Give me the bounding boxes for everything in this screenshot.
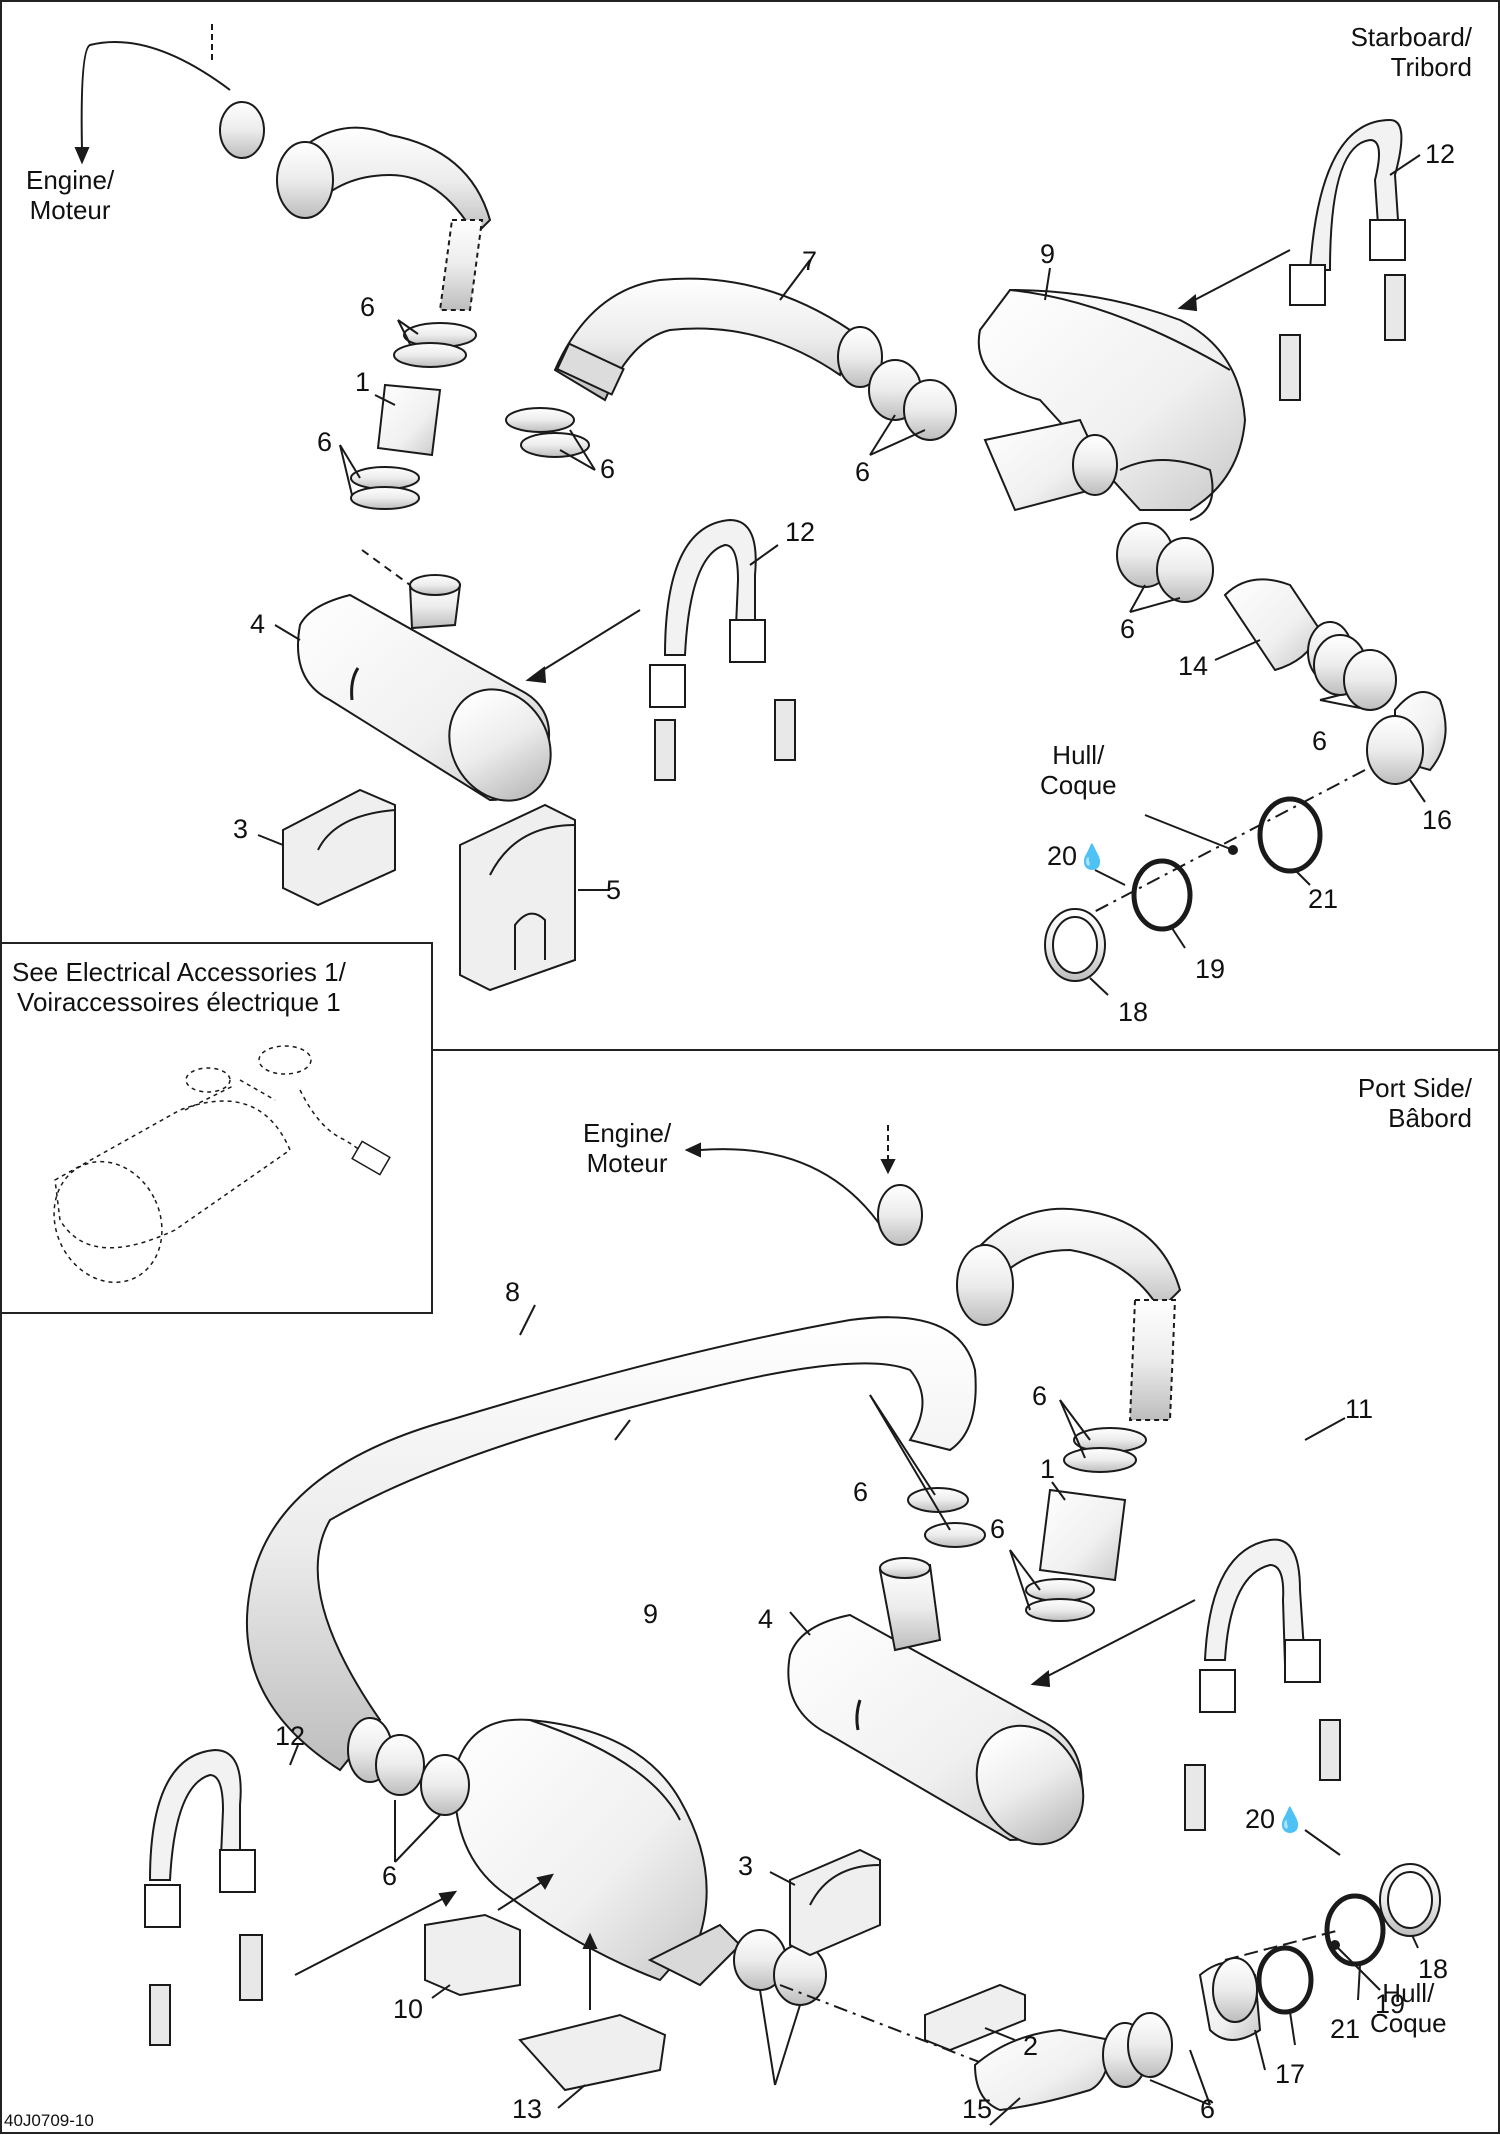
sealant-drop-icon: 💧 — [1275, 1807, 1305, 1834]
callout-2: 2 — [1023, 2031, 1039, 2061]
callout-5: 5 — [606, 875, 622, 905]
callout-6: 6 — [855, 457, 871, 487]
callout-6: 6 — [990, 1514, 1006, 1544]
hull-label-top: Hull/Coque — [1040, 740, 1117, 800]
callout-21: 21 — [1330, 2014, 1361, 2044]
callout-6: 6 — [600, 454, 616, 484]
callout-1: 1 — [1040, 1454, 1056, 1484]
callout-19: 19 — [1375, 1989, 1406, 2019]
callout-19: 19 — [1195, 954, 1226, 984]
callout-3: 3 — [233, 814, 249, 844]
callout-4: 4 — [250, 609, 266, 639]
callout-18: 18 — [1118, 997, 1149, 1027]
engine-label-top: Engine/Moteur — [26, 165, 115, 225]
sealant-drop-icon: 💧 — [1077, 844, 1107, 871]
callout-12: 12 — [785, 517, 816, 547]
port-side-label: Port Side/Bâbord — [1357, 1073, 1472, 1133]
callout-10: 10 — [393, 1994, 424, 2024]
callout-6: 6 — [1120, 614, 1136, 644]
callout-20-sealant: 20💧 — [1047, 841, 1107, 871]
callout-6: 6 — [1200, 2094, 1216, 2124]
callout-12: 12 — [275, 1721, 306, 1751]
drawing-code: 40J0709-10 — [4, 2111, 94, 2130]
callout-1: 1 — [355, 367, 371, 397]
callout-11: 11 — [1345, 1394, 1374, 1424]
callout-6: 6 — [360, 292, 376, 322]
callout-12: 12 — [1425, 139, 1456, 169]
inset-muffler-electrical — [53, 1045, 391, 1284]
callout-18: 18 — [1418, 1954, 1449, 1984]
top-assembly — [74, 24, 1447, 996]
bottom-assembly — [144, 1125, 1441, 2126]
callout-8: 8 — [505, 1277, 521, 1307]
callout-21: 21 — [1308, 884, 1339, 914]
callout-6: 6 — [1312, 726, 1328, 756]
callout-3: 3 — [738, 1851, 754, 1881]
callout-16: 16 — [1422, 805, 1453, 835]
callout-9: 9 — [1040, 239, 1056, 269]
callout-14: 14 — [1178, 651, 1209, 681]
engine-label-bottom: Engine/Moteur — [583, 1118, 672, 1178]
hull-label-bottom: Hull/Coque — [1370, 1978, 1447, 2038]
callout-6: 6 — [382, 1861, 398, 1891]
callout-17: 17 — [1275, 2059, 1306, 2089]
callout-6: 6 — [1032, 1381, 1048, 1411]
see-electrical-label: See Electrical Accessories 1/Voiraccesso… — [12, 957, 346, 1017]
callout-13: 13 — [512, 2094, 543, 2124]
callout-15: 15 — [962, 2094, 993, 2124]
callout-6: 6 — [317, 427, 333, 457]
callout-6: 6 — [853, 1477, 869, 1507]
starboard-label: Starboard/Tribord — [1350, 22, 1472, 82]
callout-4: 4 — [758, 1604, 774, 1634]
callout-9: 9 — [643, 1599, 659, 1629]
callout-7: 7 — [802, 246, 818, 276]
callout-20-sealant: 20💧 — [1245, 1804, 1305, 1834]
